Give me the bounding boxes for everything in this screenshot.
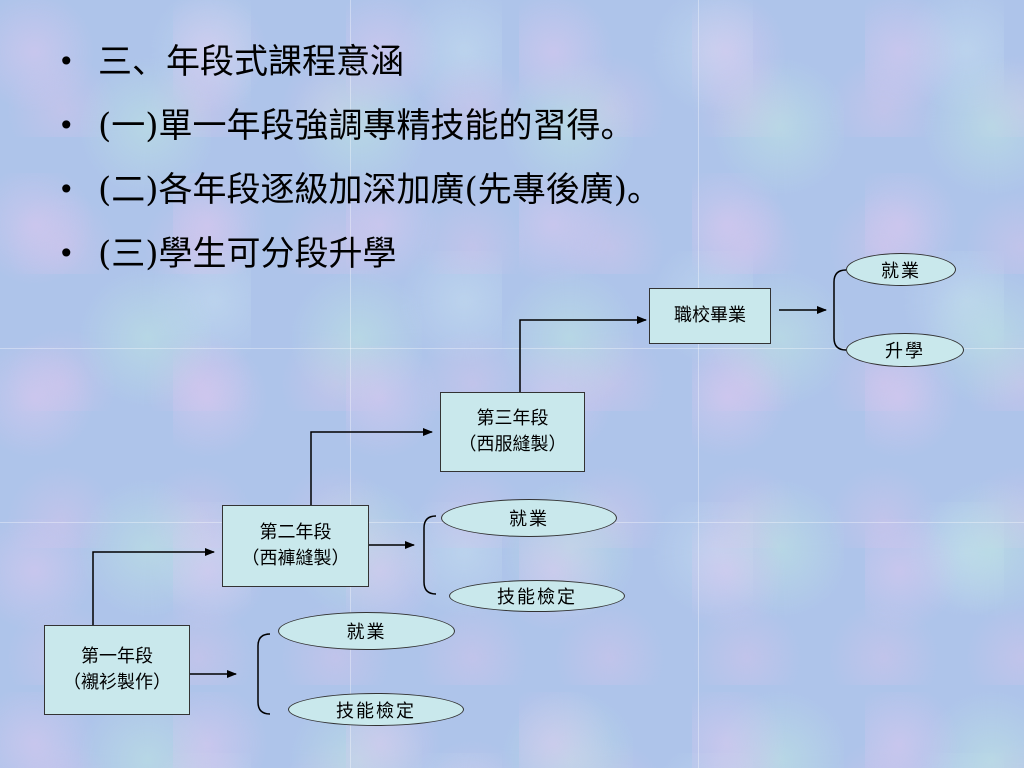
bullet-dot: • (58, 45, 75, 78)
stage2-to-stage3-connector (310, 428, 433, 505)
graduation-employment-label: 就業 (881, 260, 921, 282)
bullet-text: (一)單一年段強調專精技能的習得。 (98, 106, 635, 146)
bullet-text: (三)學生可分段升學 (98, 234, 397, 274)
graduation-outcome-bracket (833, 269, 847, 351)
graduation-label: 職校畢業 (674, 305, 746, 326)
stage2-title: 第二年段 (259, 522, 332, 543)
stage2-box: 第二年段 （西褲縫製） (222, 505, 369, 587)
stage1-title: 第一年段 (81, 646, 153, 667)
stage3-subtitle: （西服縫製） (458, 434, 567, 455)
stage1-employment-label: 就業 (346, 622, 387, 643)
background-seam (698, 0, 699, 768)
stage1-box: 第一年段 （襯衫製作） (44, 625, 190, 715)
stage2-certification-label: 技能檢定 (497, 587, 577, 608)
stage3-to-graduation-connector (519, 316, 647, 392)
stage1-outcome-bracket (257, 633, 271, 715)
bullet-item: • 三、年段式課程意涵 (58, 30, 661, 94)
stage2-subtitle: （西褲縫製） (241, 548, 350, 569)
stage2-outcome-bracket (423, 515, 437, 595)
bullet-item: • (二)各年段逐級加深加廣(先專後廣)。 (58, 158, 661, 222)
bullet-text: (二)各年段逐級加深加廣(先專後廣)。 (98, 170, 662, 210)
stage2-certification-oval: 技能檢定 (449, 580, 625, 612)
stage1-to-stage2-connector (92, 548, 215, 625)
stage1-certification-oval: 技能檢定 (288, 693, 464, 726)
stage1-employment-oval: 就業 (278, 612, 455, 650)
bullet-item: • (三)學生可分段升學 (58, 222, 661, 286)
graduation-further-study-oval: 升學 (846, 333, 964, 367)
stage1-certification-label: 技能檢定 (336, 700, 416, 722)
bullet-item: • (一)單一年段強調專精技能的習得。 (58, 94, 661, 158)
graduation-box: 職校畢業 (649, 288, 771, 344)
stage1-subtitle: （襯衫製作） (63, 672, 171, 693)
stage2-employment-oval: 就業 (441, 499, 617, 537)
background-seam (0, 348, 1024, 349)
bullet-text: 三、年段式課程意涵 (98, 42, 404, 82)
graduation-further-study-label: 升學 (885, 341, 925, 362)
bullet-dot: • (58, 237, 75, 270)
bullet-list: • 三、年段式課程意涵 • (一)單一年段強調專精技能的習得。 • (二)各年段逐級加… (58, 30, 661, 286)
stage3-title: 第三年段 (476, 408, 549, 429)
stage2-employment-label: 就業 (509, 509, 549, 530)
background-seam (350, 0, 351, 768)
bullet-dot: • (58, 109, 75, 142)
bullet-dot: • (58, 173, 75, 206)
stage3-box: 第三年段 （西服縫製） (440, 392, 585, 472)
graduation-employment-oval: 就業 (846, 253, 956, 286)
